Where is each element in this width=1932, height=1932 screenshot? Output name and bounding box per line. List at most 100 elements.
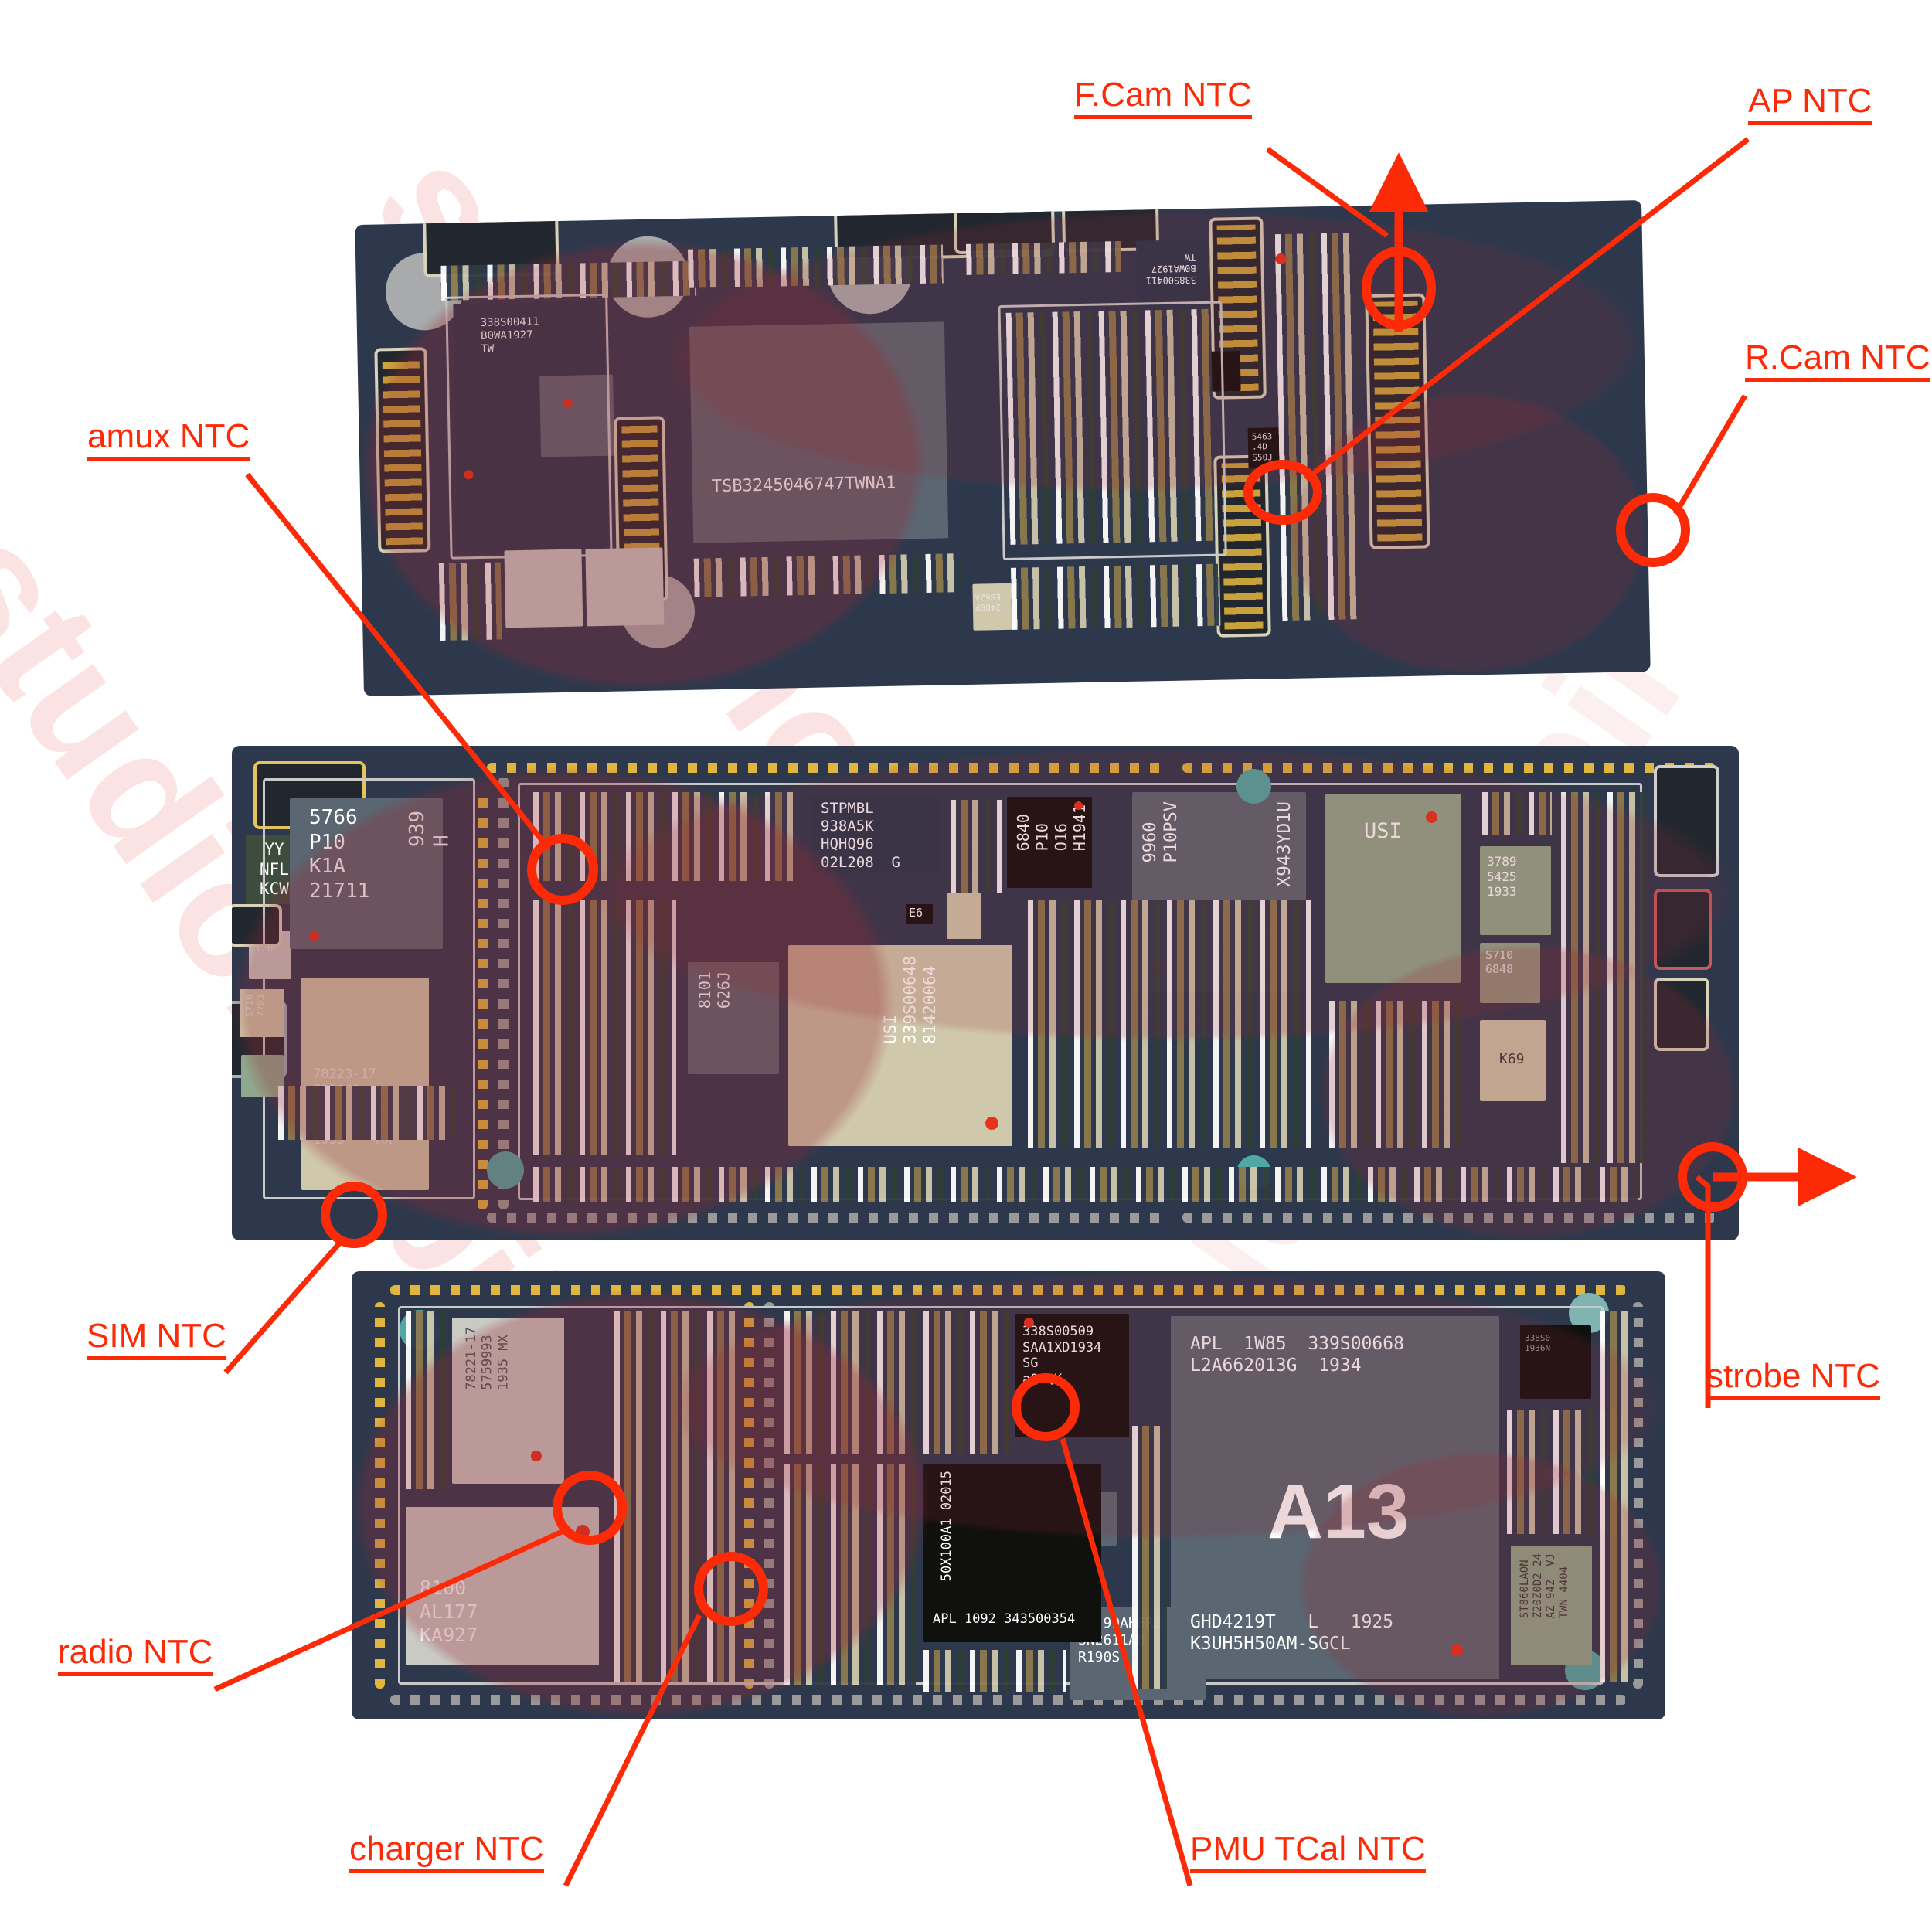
chip-label: USI [1364,819,1402,843]
leader-sim [223,1240,342,1375]
test-point [1451,1644,1463,1656]
component-field [533,1167,1638,1202]
component-field [965,241,1121,275]
chip-label: 78221-17 5759993 1935 MX [464,1327,512,1390]
shield-outline [445,293,613,560]
display-connector [1654,889,1712,970]
test-point [985,1117,998,1130]
component-field [1329,1001,1468,1148]
chip-78221-17 [452,1318,564,1484]
test-point [1024,1318,1034,1328]
bga-pad-row [487,1213,1167,1223]
chip-e6 [906,904,933,924]
board-top: TSB3245046747TWNA1 338S00411 B0WA1927 TW… [355,200,1651,696]
bga-pad-column [375,1302,385,1689]
chip-label: K69 [1499,1051,1525,1067]
mounting-pad [1236,769,1271,804]
component-field [784,1311,1009,1454]
label-ap-ntc[interactable]: AP NTC [1748,83,1872,126]
component-field [1132,1426,1167,1689]
component-field [1274,233,1364,621]
chip-st860laon [1511,1546,1592,1665]
component-field [951,800,1003,893]
leader-rcam [1672,394,1748,515]
component-field [278,1086,456,1140]
chip-label: 5766 P10 K1A 21711 [309,806,370,903]
chip-label: 8101 626J [696,971,733,1009]
chip-3789-5425-1933 [1480,846,1551,935]
label-pmu-tcal-ntc[interactable]: PMU TCal NTC [1190,1831,1426,1874]
chip-usi-339s00648 [788,945,1012,1146]
chip-8101-626j [688,962,779,1074]
component-field [533,792,796,881]
label-radio-ntc[interactable]: radio NTC [58,1634,213,1677]
chip-label: USI 339S00648 81420064 [881,956,940,1044]
chip-label: 8100 AL177 KA927 [420,1577,478,1646]
component-field [687,244,944,288]
bga-pad-row [487,763,1167,773]
test-point [1426,811,1437,823]
chip-label: ST860LAON Z20Z0D2 24 AZ 942 VJ TWN 4404 [1519,1553,1571,1619]
chip-label: 338S00509 SAA1XD1934 SG aQaQK [1022,1324,1102,1388]
chip-label: TSB3245046747TWNA1 [711,473,896,497]
label-rcam-ntc[interactable]: R.Cam NTC [1745,339,1930,383]
test-point [309,931,319,941]
bga-pad-row [1182,1213,1716,1223]
board-bottom: 9 78221-17 5759993 1935 MX 8100 AL177 KA… [352,1271,1665,1719]
chip-label: 50X100A1 02015 [939,1471,954,1582]
chip-78223-17 [301,978,429,1190]
board-to-board-connector [374,347,431,553]
component-field [1028,900,1314,1148]
component-field [614,1311,738,1682]
label-fcam-ntc[interactable]: F.Cam NTC [1074,77,1252,120]
board-middle: YY NFL KCW 126 5766 P10 K1A 21711 939 H … [232,746,1739,1240]
bga-pad-column [1633,1302,1643,1689]
chip-label-a13-main: A13 [1267,1468,1410,1555]
chip-338s-right [1520,1325,1591,1399]
test-point [576,1525,590,1539]
battery-connector [1654,765,1719,877]
test-point [1074,801,1083,810]
component-field [693,553,961,597]
mounting-pad [487,1151,524,1189]
component-field [923,1650,1066,1692]
chip-k934c [947,893,981,939]
chip-s710-6848 [1480,943,1540,1003]
shield-outline [998,301,1227,561]
chip-k69 [1480,1020,1546,1101]
chip-label: 2400P E862A [975,591,1002,613]
bga-pad-column [478,788,488,1209]
chip-usi [1325,794,1461,983]
chip-label: 9960 P10PSV [1141,801,1181,863]
antenna-connector [232,904,282,947]
bga-pad-row [390,1695,1627,1705]
chip-label: 3789 5425 1933 [1487,854,1517,900]
bga-pad-row [390,1285,1627,1295]
chip-block [585,547,665,627]
chip-label-a13-top: APL 1W85 339S00668 L2A662013G 1934 [1190,1334,1404,1376]
chip-label: S710 7703 [244,995,267,1017]
component-field [438,562,502,641]
bga-pad-row [1182,763,1716,773]
chip-a13-soc [1171,1316,1499,1679]
chip-block [504,549,583,628]
label-amux-ntc[interactable]: amux NTC [87,418,250,461]
chip-stpmbl [811,796,939,873]
component-field [1010,563,1221,630]
chip-label: STPMBL 938A5K HQHQ96 02L208 G [821,800,900,871]
chip-label: 939 H [406,811,454,847]
test-point [531,1451,542,1461]
bga-pad-column [498,777,509,1209]
chip-label: 5463 .4D S50J [1251,431,1273,463]
chip-label: 6840 P10 O16 H1941 [1014,804,1090,852]
label-strobe-ntc[interactable]: strobe NTC [1706,1358,1880,1401]
rear-camera-connector [1365,293,1430,549]
component-field [406,1311,452,1489]
label-charger-ntc[interactable]: charger NTC [349,1831,544,1874]
chip-label: S710 6848 [1485,948,1514,977]
label-sim-ntc[interactable]: SIM NTC [87,1318,226,1361]
component-field [533,900,676,1155]
chip-label: E6 [909,906,923,920]
